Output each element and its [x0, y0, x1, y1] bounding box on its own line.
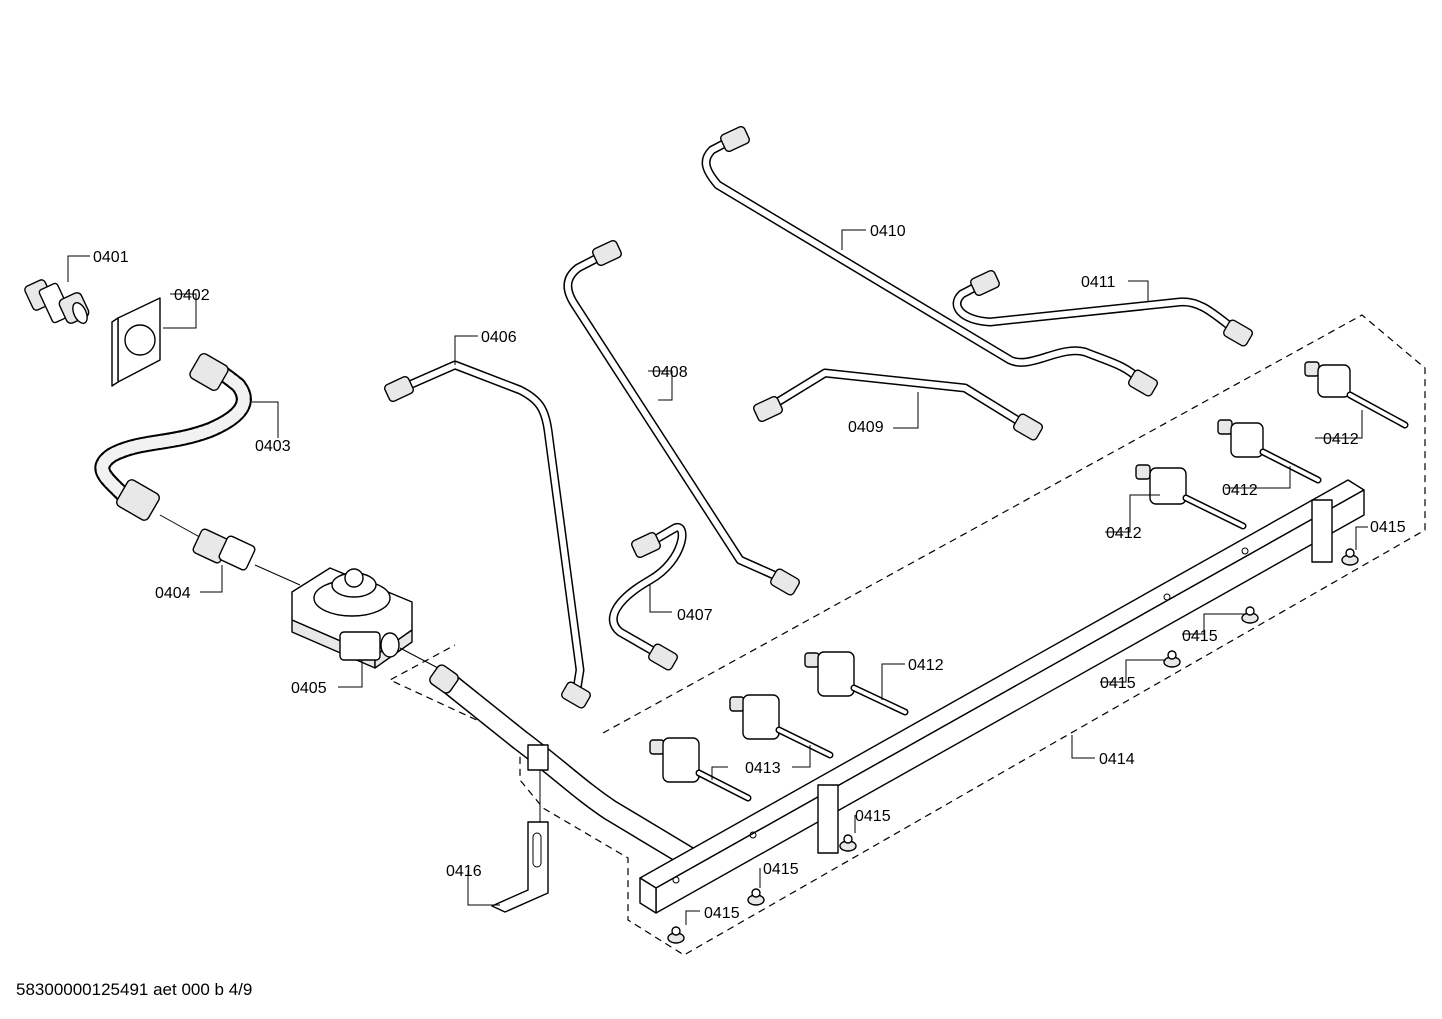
part-0412-valve-4	[804, 651, 909, 716]
label-0411: 0411	[1081, 274, 1116, 291]
leader-lines	[67, 229, 1368, 925]
label-0403: 0403	[255, 438, 291, 455]
label-0412-d: 0412	[908, 657, 944, 674]
part-0413-valve-2	[649, 737, 752, 802]
label-0402: 0402	[174, 287, 210, 304]
part-0415-screws	[667, 548, 1359, 944]
label-0404: 0404	[155, 585, 191, 602]
label-0401: 0401	[93, 249, 129, 266]
label-0406: 0406	[481, 329, 517, 346]
label-0412-b: 0412	[1222, 482, 1258, 499]
label-0409: 0409	[848, 419, 884, 436]
label-0415-c: 0415	[1100, 675, 1136, 692]
label-0416: 0416	[446, 863, 482, 880]
part-0406-gas-pipe	[384, 360, 591, 709]
label-0415-d: 0415	[855, 808, 891, 825]
part-0407-gas-pipe	[608, 522, 687, 671]
part-0408-gas-pipe	[563, 239, 800, 596]
part-labels: 0401 0402 0403 0404 0405 0406 0407 0408 …	[93, 223, 1406, 922]
part-0412-valve-1	[1304, 361, 1409, 429]
part-0404-adapter	[192, 528, 301, 586]
label-0414: 0414	[1099, 751, 1135, 768]
part-0411-gas-pipe	[952, 269, 1253, 347]
label-0408: 0408	[652, 364, 688, 381]
part-0414-manifold-bar	[639, 479, 1365, 914]
part-0401-fitting	[24, 279, 90, 324]
part-0410-gas-pipe	[701, 125, 1158, 397]
label-0415-a: 0415	[1370, 519, 1406, 536]
part-0409-gas-pipe	[753, 368, 1043, 441]
part-0403-flex-hose	[94, 353, 252, 541]
label-0410: 0410	[870, 223, 906, 240]
document-code: 58300000125491 aet 000 b 4/9	[16, 980, 253, 999]
label-0415-b: 0415	[1182, 628, 1218, 645]
label-0415-f: 0415	[704, 905, 740, 922]
part-0402-bracket	[111, 297, 161, 387]
label-0413: 0413	[745, 760, 781, 777]
part-0416-strap-and-inlet-pipe	[429, 664, 701, 913]
label-0405: 0405	[291, 680, 327, 697]
label-0407: 0407	[677, 607, 713, 624]
part-0405-regulator	[291, 567, 439, 669]
part-0413-valve-1	[729, 694, 834, 759]
part-0412-valve-2	[1217, 419, 1322, 484]
label-0412-c: 0412	[1106, 525, 1142, 542]
label-0412-a: 0412	[1323, 431, 1359, 448]
label-0415-e: 0415	[763, 861, 799, 878]
